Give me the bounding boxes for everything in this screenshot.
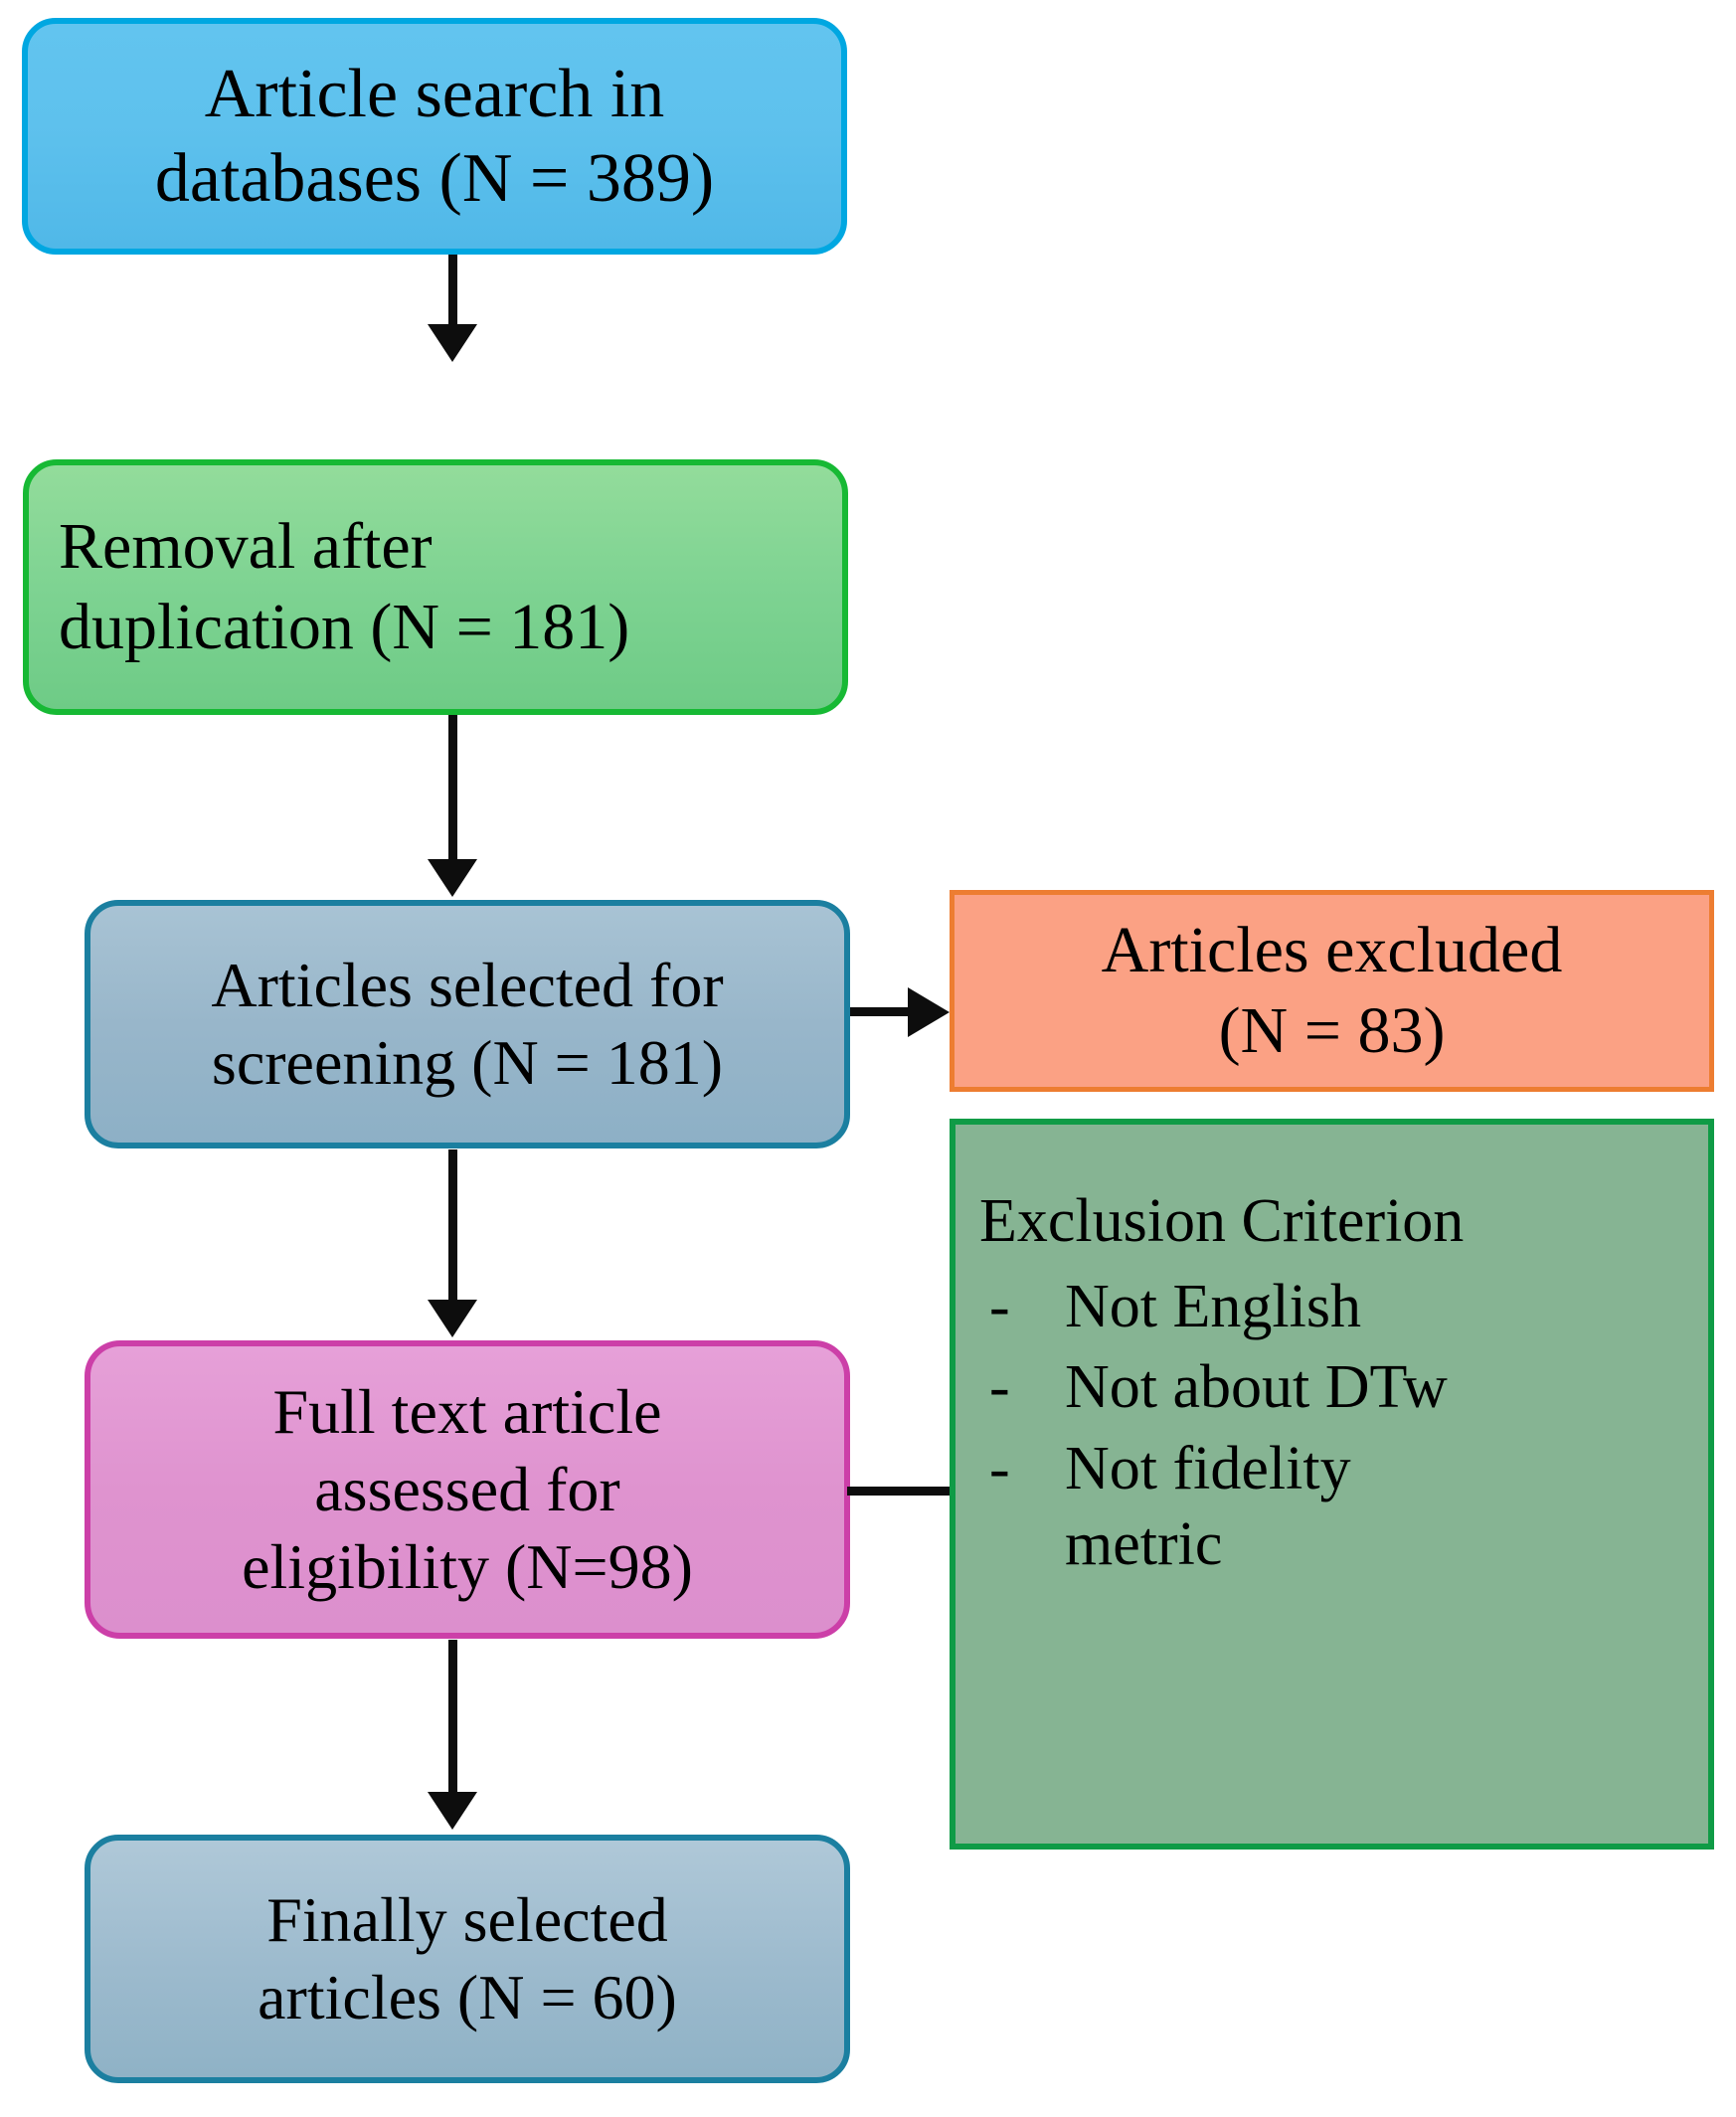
node-fulltext-line-2: assessed for <box>314 1453 620 1524</box>
exclusion-item-3-line-1: Not fidelity <box>1065 1434 1351 1502</box>
node-screening-line-2: screening (N = 181) <box>211 1027 724 1098</box>
bullet-dash-icon: - <box>989 1272 1010 1340</box>
node-excluded-line-2: (N = 83) <box>1218 993 1446 1067</box>
bullet-dash-icon: - <box>989 1434 1010 1502</box>
node-article-search-line-1: Article search in <box>204 55 665 132</box>
node-excluded-line-1: Articles excluded <box>1101 913 1563 986</box>
connector-screening-to-excluded-line <box>850 1007 918 1016</box>
exclusion-item-3-label: Not fidelity metric <box>1065 1432 1690 1582</box>
node-screening-line-1: Articles selected for <box>211 949 724 1020</box>
node-articles-selected-screening: Articles selected for screening (N = 181… <box>85 900 850 1148</box>
exclusion-item-2-label: Not about DTw <box>1065 1353 1448 1422</box>
node-removal-line-2: duplication (N = 181) <box>59 590 630 663</box>
node-fulltext-line-1: Full text article <box>272 1375 662 1447</box>
connector-search-to-removal-arrowhead <box>428 324 477 362</box>
exclusion-item-1-label: Not English <box>1065 1272 1361 1340</box>
node-final-line-1: Finally selected <box>266 1883 668 1955</box>
exclusion-criterion-heading: Exclusion Criterion <box>979 1187 1465 1255</box>
connector-fulltext-to-final-line <box>448 1640 457 1799</box>
node-exclusion-criterion: Exclusion Criterion - Not English - Not … <box>950 1119 1714 1850</box>
node-removal-after-duplication: Removal after duplication (N = 181) <box>23 459 848 715</box>
node-fulltext-assessed-eligibility: Full text article assessed for eligibili… <box>85 1340 850 1639</box>
list-item: - Not fidelity metric <box>979 1432 1690 1582</box>
connector-fulltext-to-final-arrowhead <box>428 1792 477 1830</box>
connector-screening-to-fulltext-arrowhead <box>428 1300 477 1337</box>
exclusion-item-3-line-2: metric <box>1065 1509 1223 1578</box>
node-finally-selected-articles: Finally selected articles (N = 60) <box>85 1835 850 2083</box>
bullet-dash-icon: - <box>989 1353 1010 1422</box>
list-item: - Not about DTw <box>979 1350 1690 1426</box>
connector-removal-to-screening-arrowhead <box>428 859 477 897</box>
connector-search-to-removal-line <box>448 255 457 329</box>
node-final-line-2: articles (N = 60) <box>258 1962 677 2032</box>
connector-screening-to-fulltext-line <box>448 1149 457 1307</box>
connector-removal-to-screening-line <box>448 715 457 864</box>
connector-fulltext-to-criterion-line <box>847 1487 955 1496</box>
exclusion-criterion-list: - Not English - Not about DTw - Not fide… <box>979 1270 1690 1589</box>
node-fulltext-line-3: eligibility (N=98) <box>242 1531 693 1603</box>
node-article-search: Article search in databases (N = 389) <box>22 18 847 255</box>
node-removal-line-1: Removal after <box>59 509 433 583</box>
connector-screening-to-excluded-arrowhead <box>908 987 950 1037</box>
list-item: - Not English <box>979 1270 1690 1345</box>
node-article-search-line-2: databases (N = 389) <box>154 140 715 217</box>
node-articles-excluded: Articles excluded (N = 83) <box>950 890 1714 1092</box>
